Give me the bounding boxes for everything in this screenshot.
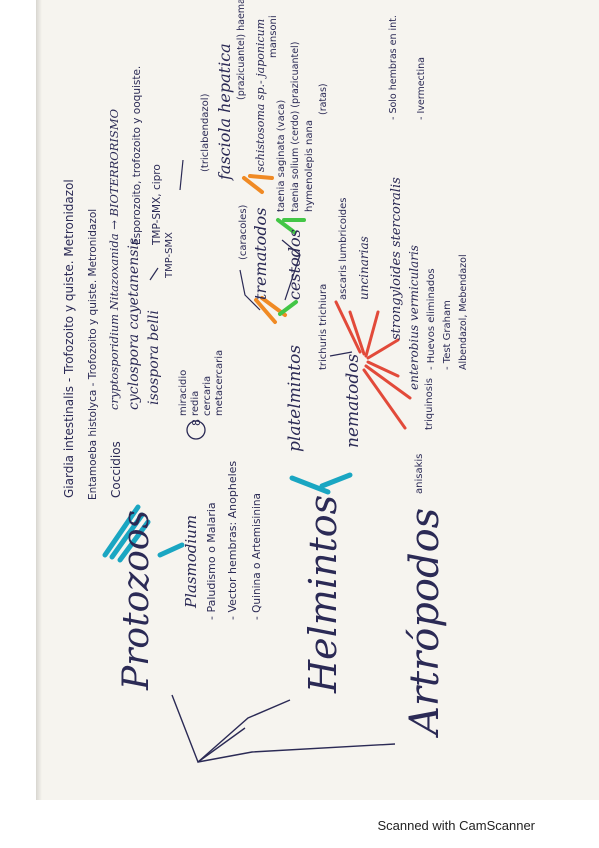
lifecycle-cercaria: cercaria xyxy=(202,376,213,416)
nematodo-uncinarias: uncinarias xyxy=(357,236,371,300)
connector-trematodos xyxy=(281,239,301,301)
protozoo-tmp-cipro: TMP-SMX, cipro xyxy=(151,164,163,246)
trematodo-mansoni: mansoni xyxy=(268,15,279,58)
highlight-strokes xyxy=(102,174,412,563)
protozoo-cryptosporidium: cryptosporidium Nitazoxanida → BIOTERROR… xyxy=(107,108,121,410)
ink-connectors xyxy=(149,159,353,357)
lifecycle-miracidio: miracidio xyxy=(178,370,189,416)
protozoo-plasmodium: Plasmodium xyxy=(182,515,200,609)
circled-number: 8 xyxy=(186,419,206,440)
connector-trichuris xyxy=(329,351,353,357)
connector-tmp xyxy=(179,159,184,191)
root-branch-artropodos xyxy=(197,743,396,763)
plasmodium-paludismo: - Paludismo o Malaria xyxy=(205,502,218,620)
helminto-nematodos: nematodos xyxy=(343,354,363,448)
nematodo-triquinosis: triquinosis xyxy=(424,378,435,430)
enterobius-albendazol: Albendazol, Mebendazol xyxy=(458,254,469,370)
green-stroke-taenia xyxy=(276,218,296,234)
scanner-watermark: Scanned with CamScanner xyxy=(377,818,535,833)
orange-stroke-trematodos-a xyxy=(254,298,277,324)
trematodo-triclabendazol: (triclabendazol) xyxy=(200,93,211,172)
orange-stroke-fasciola xyxy=(242,176,264,194)
teal-stroke-coccidios xyxy=(117,519,151,563)
protozoo-esporozoito: Esporozoito, trofozoito y ooquiste. xyxy=(131,66,143,245)
trematodo-prazicuantel: (prazicuantel) haematobium xyxy=(236,0,247,100)
protozoo-entamoeba: Entamoeba histolyca - Trofozoito y quist… xyxy=(87,209,99,500)
root-branch-helmintos xyxy=(197,699,291,763)
connector-metacercaria xyxy=(239,269,261,311)
cestodo-taenia-solium: taenia solium (cerdo) (prazicuantel) xyxy=(290,42,301,212)
lifecycle-metacercaria: metacercaria xyxy=(214,350,225,416)
connector-isospora xyxy=(149,267,159,281)
cestodo-hymenolepis: hymenolepis nana xyxy=(304,120,315,212)
root-branches xyxy=(171,694,396,764)
plasmodium-quinina: - Quinina o Artemisinina xyxy=(251,493,263,620)
teal-stroke-plasmodium xyxy=(157,542,185,558)
group-protozoos: Protozoos xyxy=(116,510,157,691)
nematodo-trichuris: trichuris trichiura xyxy=(318,284,329,370)
teal-stroke-platelmintos xyxy=(289,475,331,495)
circled-number-label: 8 xyxy=(190,419,203,426)
group-helmintos: Helmintos xyxy=(301,495,345,694)
red-strokes-nematodos xyxy=(334,300,412,430)
teal-stroke-nematodos xyxy=(319,472,353,489)
enterobius-test-graham: - Test Graham xyxy=(442,300,453,370)
nematodo-strongyloides: strongyloides stercoralis xyxy=(389,177,404,340)
group-artropodos: Artrópodos xyxy=(402,508,448,739)
lifecycle-redia: redia xyxy=(190,391,201,416)
plasmodium-vector: - Vector hembras: Anopheles xyxy=(226,461,239,620)
protozoo-tmp-smx: TMP-SMX xyxy=(164,232,175,279)
cestodo-taenia-saginata: taenia saginata (vaca) xyxy=(276,100,287,212)
orange-stroke-schistosoma xyxy=(248,174,274,180)
scanned-page xyxy=(40,0,599,800)
nematodo-enterobius: enterobius vermicularis xyxy=(407,245,421,390)
strongyloides-solo-hembras: - Solo hembras en int. xyxy=(388,15,399,120)
protozoo-cyclospora: cyclospora cayetanensis xyxy=(126,238,142,410)
trematodo-fasciola: fasciola hepatica xyxy=(215,43,234,181)
cestodo-ratas: (ratas) xyxy=(318,83,329,115)
nematodo-anisakis: anisakis xyxy=(414,454,425,494)
enterobius-huevos: - Huevos eliminados xyxy=(426,268,437,370)
trematodo-caracoles: (caracoles) xyxy=(238,204,249,260)
protozoo-giardia: Giardia intestinalis - Trofozoito y quis… xyxy=(62,179,76,498)
protozoo-coccidios: Coccidios xyxy=(109,441,123,498)
teal-stroke-entamoeba xyxy=(109,512,145,560)
trematodo-schistosoma: schistosoma sp.- japonicum xyxy=(254,19,267,172)
helminto-cestodos: cestodos xyxy=(285,229,304,300)
helminto-trematodos: trematodos xyxy=(251,208,270,300)
protozoo-isospora: isospora belli xyxy=(146,310,162,405)
helminto-platelmintos: platelmintos xyxy=(285,345,305,452)
page-edge-shadow xyxy=(36,0,42,800)
nematodo-ascaris: ascaris lumbricoides xyxy=(338,198,349,300)
teal-stroke-giardia xyxy=(102,504,141,558)
strongyloides-ivermectina: - Ivermectina xyxy=(416,57,427,120)
green-stroke-cestodos xyxy=(278,300,298,316)
